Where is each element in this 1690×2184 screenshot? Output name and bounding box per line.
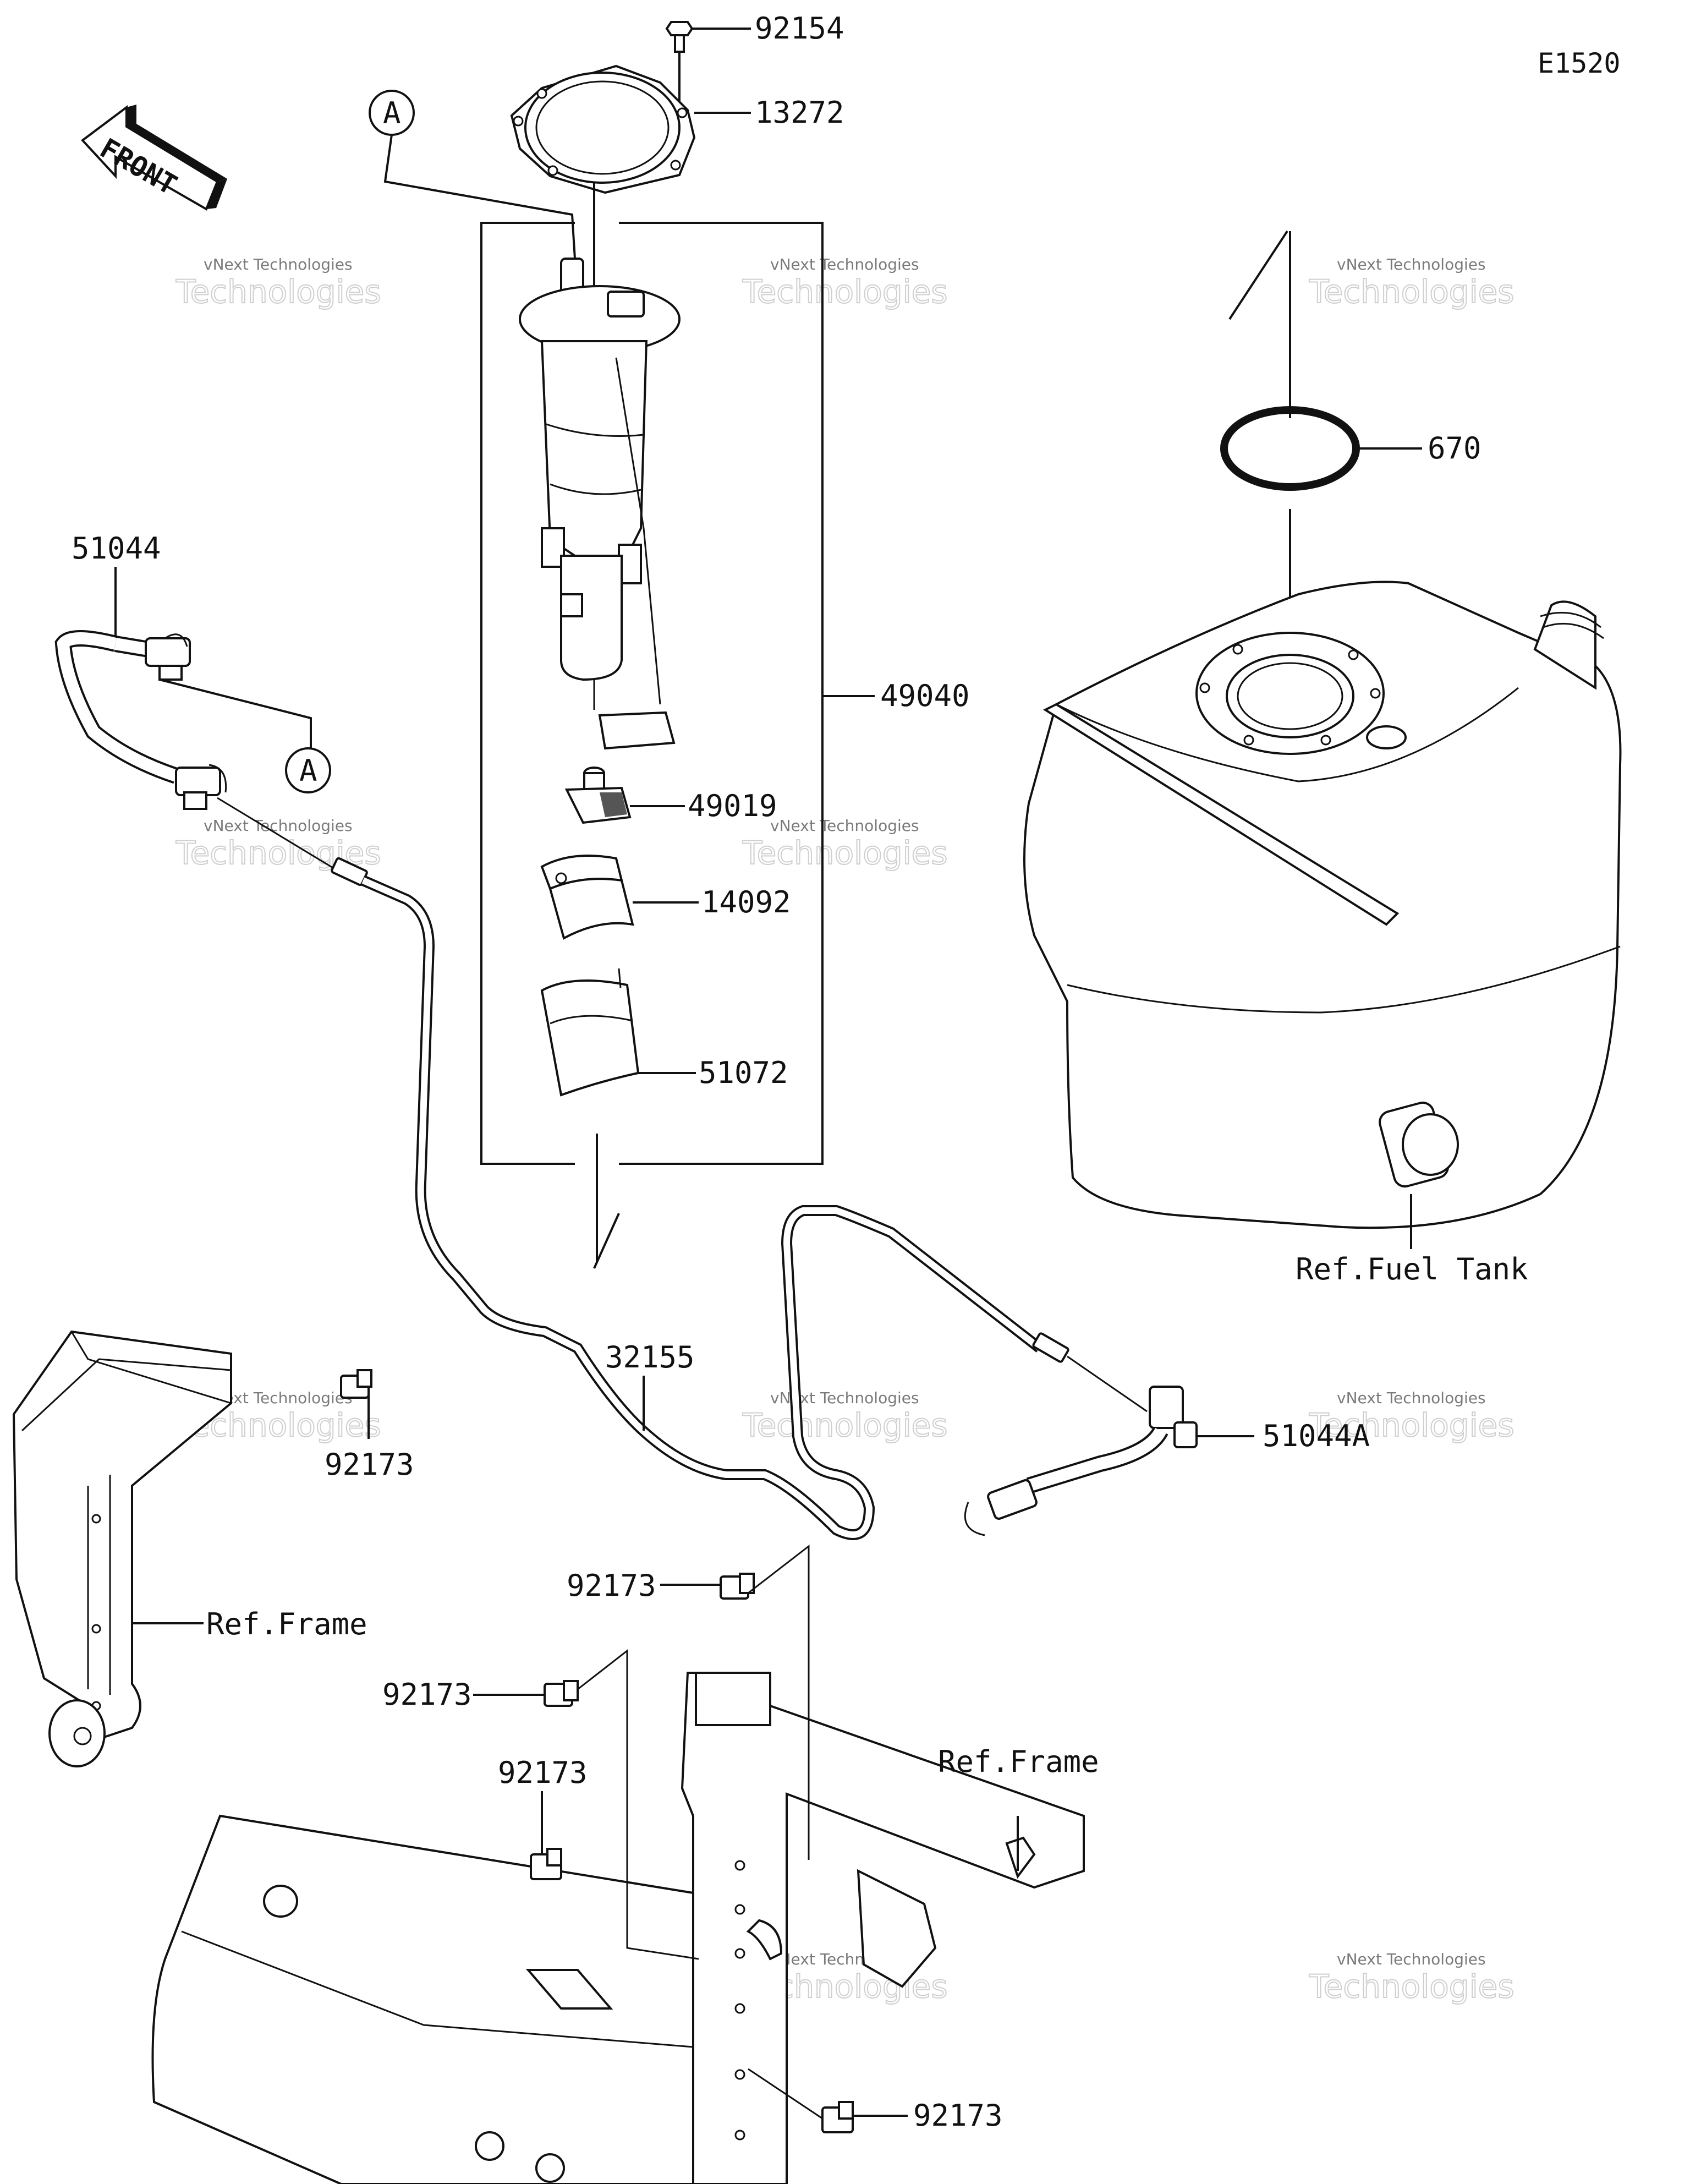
- watermark-text-large: Technologies: [742, 1406, 948, 1444]
- frame-bottom: [151, 1672, 1085, 2184]
- hose-connection-line: [1067, 1355, 1148, 1413]
- clip-e-line: [748, 2068, 823, 2120]
- filter-49019: [564, 767, 632, 824]
- ring-axis-arrow: [1228, 230, 1288, 320]
- assembly-box-right: [619, 222, 824, 1165]
- watermark-text: vNext Technologies: [204, 817, 353, 835]
- label-32155: 32155: [605, 1340, 695, 1375]
- fuel-tank: [1023, 581, 1622, 1229]
- callout-a-label: A: [383, 96, 401, 130]
- watermark: vNext Technologies Technologies: [742, 1389, 948, 1444]
- callout-a-left-leader: [159, 678, 312, 748]
- label-51072: 51072: [699, 1055, 788, 1090]
- ref-frame-bottom: Ref.Frame: [938, 1744, 1099, 1779]
- watermark: vNext Technologies Technologies: [742, 817, 948, 872]
- cup-51072: [540, 968, 640, 1097]
- o-ring-670: [1220, 406, 1360, 491]
- label-92173-d: 92173: [498, 1755, 588, 1790]
- bolt-92154: [665, 21, 694, 53]
- clip-92173-b: [720, 1573, 755, 1600]
- callout-a-top: A: [369, 90, 576, 259]
- watermark: vNext Technologies Technologies: [1308, 1389, 1515, 1444]
- hose-51044: [54, 630, 227, 810]
- assembly-axis-arrow: [593, 1213, 620, 1269]
- watermark: vNext Technologies Technologies: [1308, 255, 1515, 311]
- label-92173-c: 92173: [382, 1677, 472, 1712]
- ref-fuel-tank: Ref.Fuel Tank: [1296, 1252, 1528, 1287]
- watermark-text-large: Technologies: [1309, 1968, 1515, 2005]
- label-49019: 49019: [688, 789, 777, 823]
- label-92154: 92154: [755, 11, 844, 46]
- label-14092: 14092: [701, 885, 791, 919]
- clip-c-line: [577, 1649, 699, 1960]
- watermark-text-large: Technologies: [1309, 273, 1515, 310]
- watermark-text: vNext Technologies: [770, 255, 919, 273]
- callout-a-label: A: [299, 753, 317, 788]
- label-13272: 13272: [755, 95, 844, 130]
- watermark: vNext Technologies Technologies: [1308, 1950, 1515, 2006]
- watermark: vNext Technologies Technologies: [175, 255, 382, 311]
- watermark-text-large: Technologies: [1309, 1406, 1515, 1444]
- watermark-text-large: Technologies: [175, 273, 381, 310]
- hose-connection-line: [217, 797, 336, 871]
- hose-51044a: [964, 1386, 1198, 1536]
- watermarks: vNext Technologies Technologies vNext Te…: [175, 255, 1515, 2006]
- watermark-text: vNext Technologies: [1337, 255, 1486, 273]
- label-49040: 49040: [880, 678, 970, 713]
- callout-a-left: A: [285, 747, 331, 793]
- label-92173-a: 92173: [325, 1447, 414, 1482]
- frame-left: [12, 1330, 232, 1767]
- clip-92173-a: [340, 1369, 372, 1399]
- label-51044: 51044: [72, 531, 161, 566]
- label-51044a: 51044A: [1263, 1419, 1370, 1453]
- clip-92173-e: [821, 2101, 854, 2133]
- label-670: 670: [1428, 431, 1482, 466]
- fuel-pump: [519, 258, 681, 750]
- watermark-text: vNext Technologies: [1337, 1389, 1486, 1407]
- watermark-text-large: Technologies: [742, 834, 948, 872]
- bracket-14092: [540, 855, 634, 940]
- front-arrow-icon: FRONT: [81, 105, 227, 211]
- clip-92173-c: [544, 1680, 579, 1707]
- watermark-text-large: Technologies: [742, 273, 948, 310]
- clip-92173-d: [530, 1848, 562, 1880]
- clip-b-line: [748, 1544, 810, 1860]
- watermark-text: vNext Technologies: [770, 817, 919, 835]
- watermark: vNext Technologies Technologies: [742, 255, 948, 311]
- fuel-line-32155: [331, 857, 1069, 1540]
- assembly-box-left: [480, 222, 575, 1165]
- label-92173-e: 92173: [913, 2098, 1003, 2133]
- gasket-13272: [510, 64, 696, 194]
- watermark-text: vNext Technologies: [1337, 1950, 1486, 1968]
- diagram-code: E1520: [1538, 47, 1621, 79]
- watermark-text: vNext Technologies: [204, 255, 353, 273]
- label-92173-b: 92173: [567, 1568, 656, 1603]
- ref-frame-left: Ref.Frame: [206, 1607, 367, 1641]
